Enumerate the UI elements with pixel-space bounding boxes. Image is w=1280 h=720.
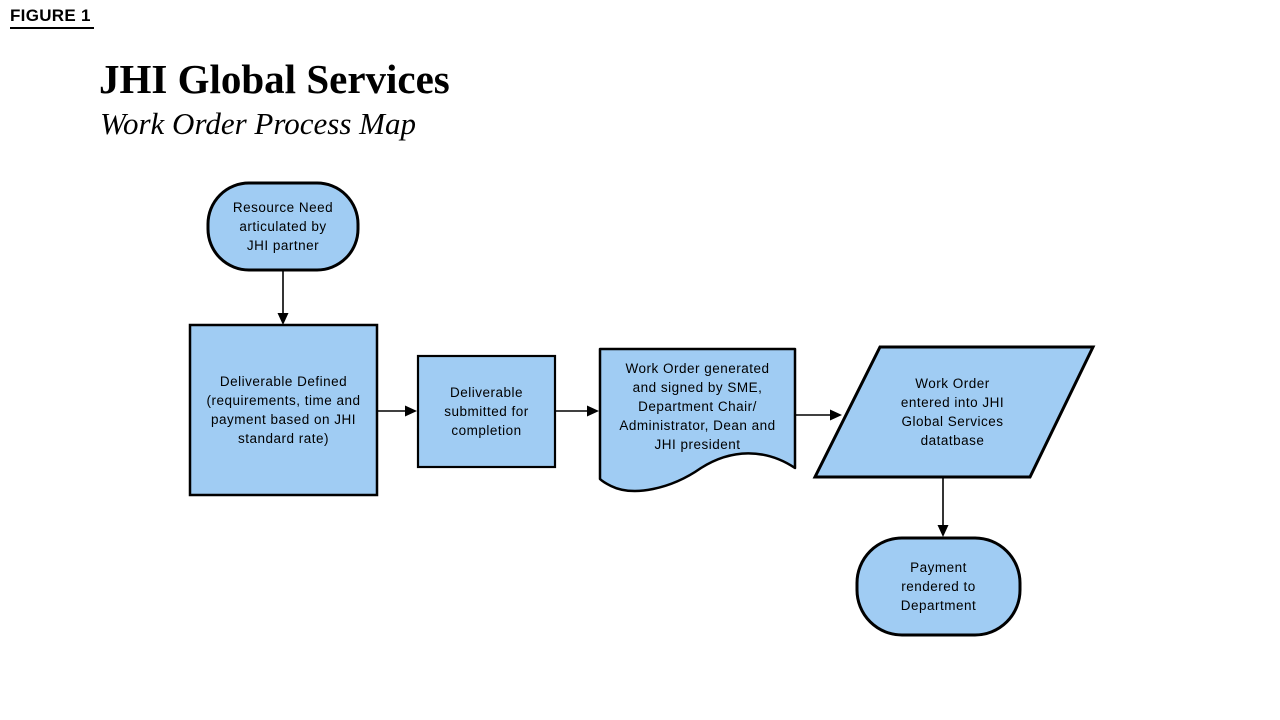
figure-label: FIGURE 1 xyxy=(10,6,94,29)
page-title: JHI Global Services xyxy=(99,56,450,102)
node-shape-resource-need xyxy=(206,181,360,272)
node-shape-work-order-document xyxy=(598,347,797,493)
node-shape-deliverable-submitted xyxy=(416,354,557,469)
page-subtitle: Work Order Process Map xyxy=(100,106,416,141)
node-shape-deliverable-defined xyxy=(188,323,379,497)
node-shape-work-order-database xyxy=(812,345,1096,479)
node-shape-payment-rendered xyxy=(855,536,1022,637)
